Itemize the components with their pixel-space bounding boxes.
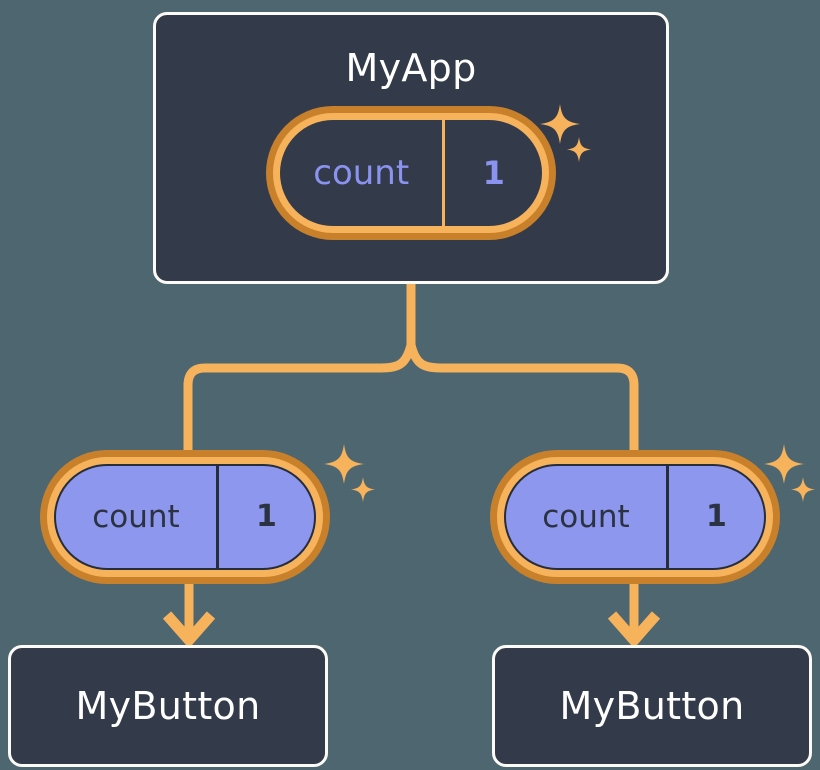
state-pill-mybutton-left[interactable]: count 1 bbox=[40, 450, 330, 584]
sparkle-star-icon bbox=[764, 444, 804, 484]
state-pill-mybutton-right[interactable]: count 1 bbox=[490, 450, 780, 584]
arrow-down-icon-right-head bbox=[607, 611, 661, 649]
connector-branch-left bbox=[183, 343, 416, 452]
component-title-mybutton-left: MyButton bbox=[75, 684, 261, 728]
component-title-mybutton-right: MyButton bbox=[559, 684, 745, 728]
component-card-mybutton-left[interactable]: MyButton bbox=[8, 645, 328, 767]
state-pill-body: count 1 bbox=[504, 464, 766, 570]
connector-branch-right bbox=[406, 343, 639, 452]
sparkle-star-small-icon bbox=[351, 477, 375, 502]
state-pill-myapp[interactable]: count 1 bbox=[266, 106, 556, 240]
component-card-mybutton-right[interactable]: MyButton bbox=[492, 645, 812, 767]
sparkle-star-small-icon bbox=[791, 477, 815, 502]
state-pill-value: 1 bbox=[706, 499, 727, 534]
sparkle-group-mybutton-left bbox=[324, 444, 375, 502]
state-pill-key: count bbox=[506, 466, 669, 568]
state-pill-body: count 1 bbox=[54, 464, 316, 570]
state-pill-ring-inner: count 1 bbox=[47, 457, 323, 577]
sparkle-star-icon bbox=[324, 444, 364, 484]
component-title-myapp: MyApp bbox=[345, 46, 477, 90]
state-pill-value: 1 bbox=[256, 499, 277, 534]
state-pill-key: count bbox=[280, 120, 446, 226]
state-pill-body: count 1 bbox=[280, 120, 542, 226]
state-pill-ring-inner: count 1 bbox=[497, 457, 773, 577]
arrow-down-icon-left-head bbox=[162, 611, 216, 649]
state-pill-value: 1 bbox=[482, 154, 505, 192]
state-pill-ring-inner: count 1 bbox=[273, 113, 549, 233]
state-pill-key: count bbox=[56, 466, 219, 568]
